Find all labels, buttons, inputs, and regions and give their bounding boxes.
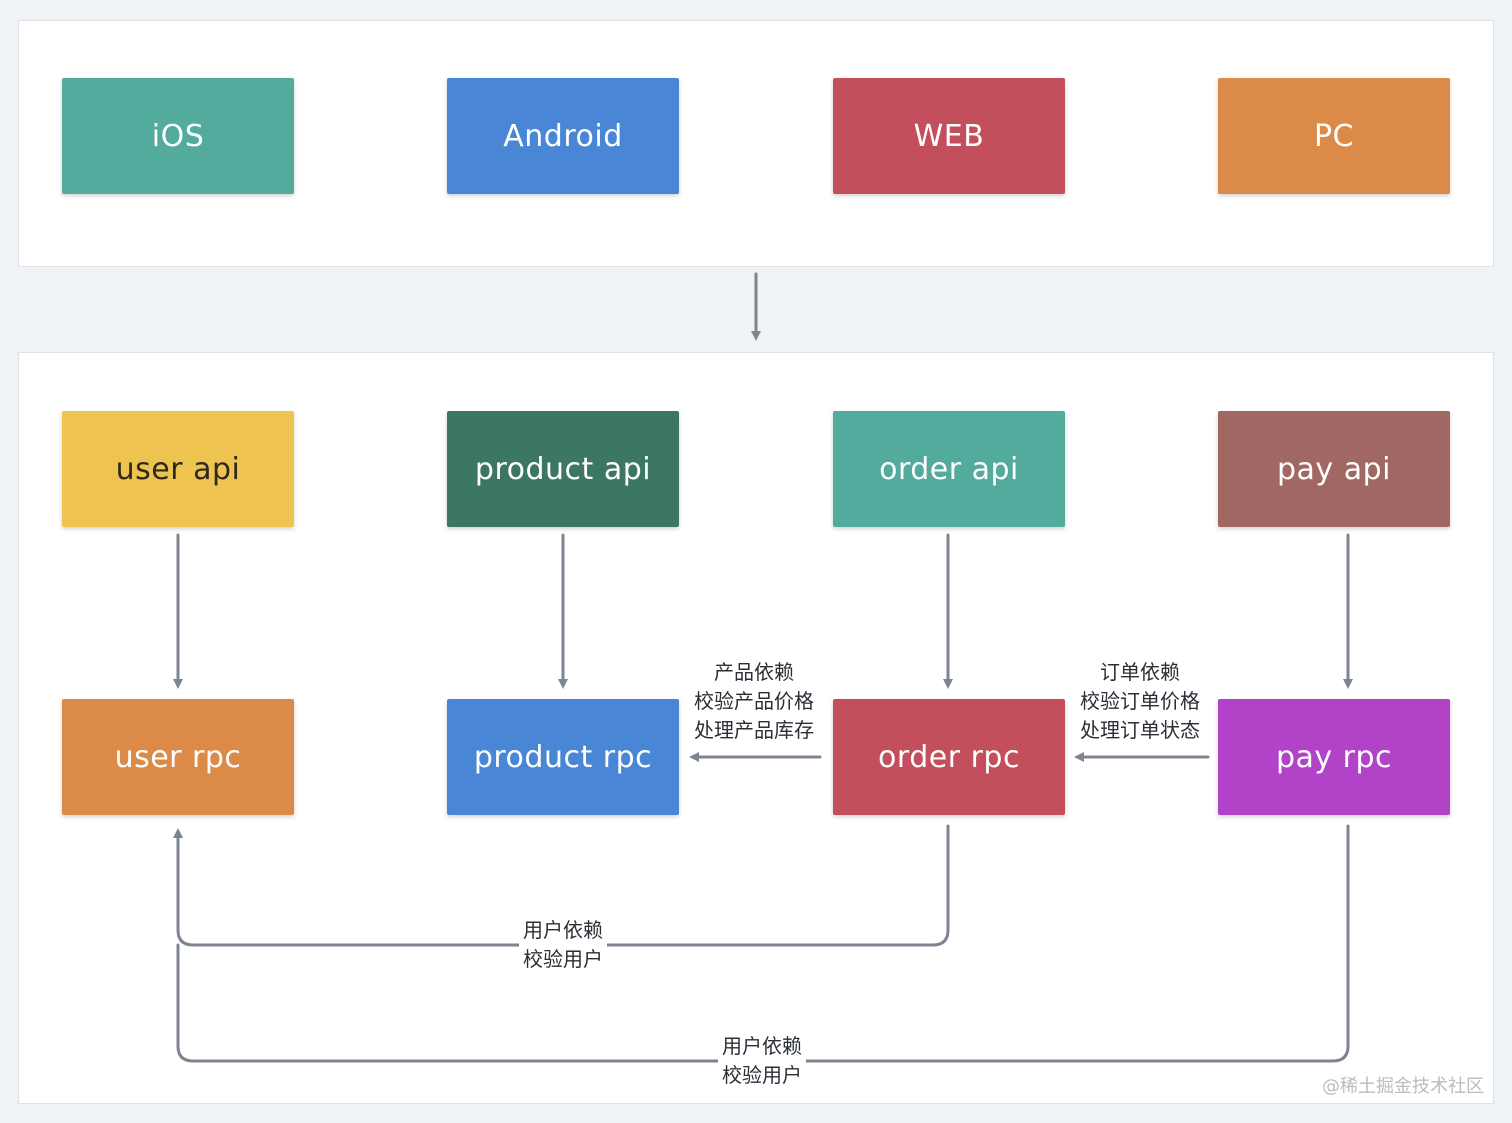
watermark: @稀土掘金技术社区 <box>1322 1076 1484 1097</box>
edge-label-line: 校验用户 <box>519 945 607 974</box>
edge-label-line: 校验产品价格 <box>694 689 814 713</box>
node-user-rpc: user rpc <box>62 699 294 815</box>
node-order-api: order api <box>833 411 1065 527</box>
edge-label-line: 校验订单价格 <box>1080 689 1200 713</box>
edge-label-order-to-product: 产品依赖 校验产品价格 处理产品库存 <box>684 658 824 745</box>
edge-label-line: 产品依赖 <box>714 660 794 684</box>
node-pc: PC <box>1218 78 1450 194</box>
node-android: Android <box>447 78 679 194</box>
node-pay-rpc: pay rpc <box>1218 699 1450 815</box>
node-user-api: user api <box>62 411 294 527</box>
edge-label-line: 处理产品库存 <box>694 718 814 742</box>
edge-label-line: 用户依赖 <box>718 1032 806 1061</box>
edge-label-line: 校验用户 <box>718 1061 806 1090</box>
node-product-rpc: product rpc <box>447 699 679 815</box>
edge-label-line: 处理订单状态 <box>1080 718 1200 742</box>
edge-label-pay-to-order: 订单依赖 校验订单价格 处理订单状态 <box>1070 658 1210 745</box>
node-pay-api: pay api <box>1218 411 1450 527</box>
edge-label-pay-to-user: 用户依赖 校验用户 <box>702 1032 822 1090</box>
edge-label-line: 订单依赖 <box>1100 660 1180 684</box>
node-product-api: product api <box>447 411 679 527</box>
edge-label-line: 用户依赖 <box>519 916 607 945</box>
node-order-rpc: order rpc <box>833 699 1065 815</box>
node-ios: iOS <box>62 78 294 194</box>
edge-label-order-to-user: 用户依赖 校验用户 <box>503 916 623 974</box>
node-web: WEB <box>833 78 1065 194</box>
